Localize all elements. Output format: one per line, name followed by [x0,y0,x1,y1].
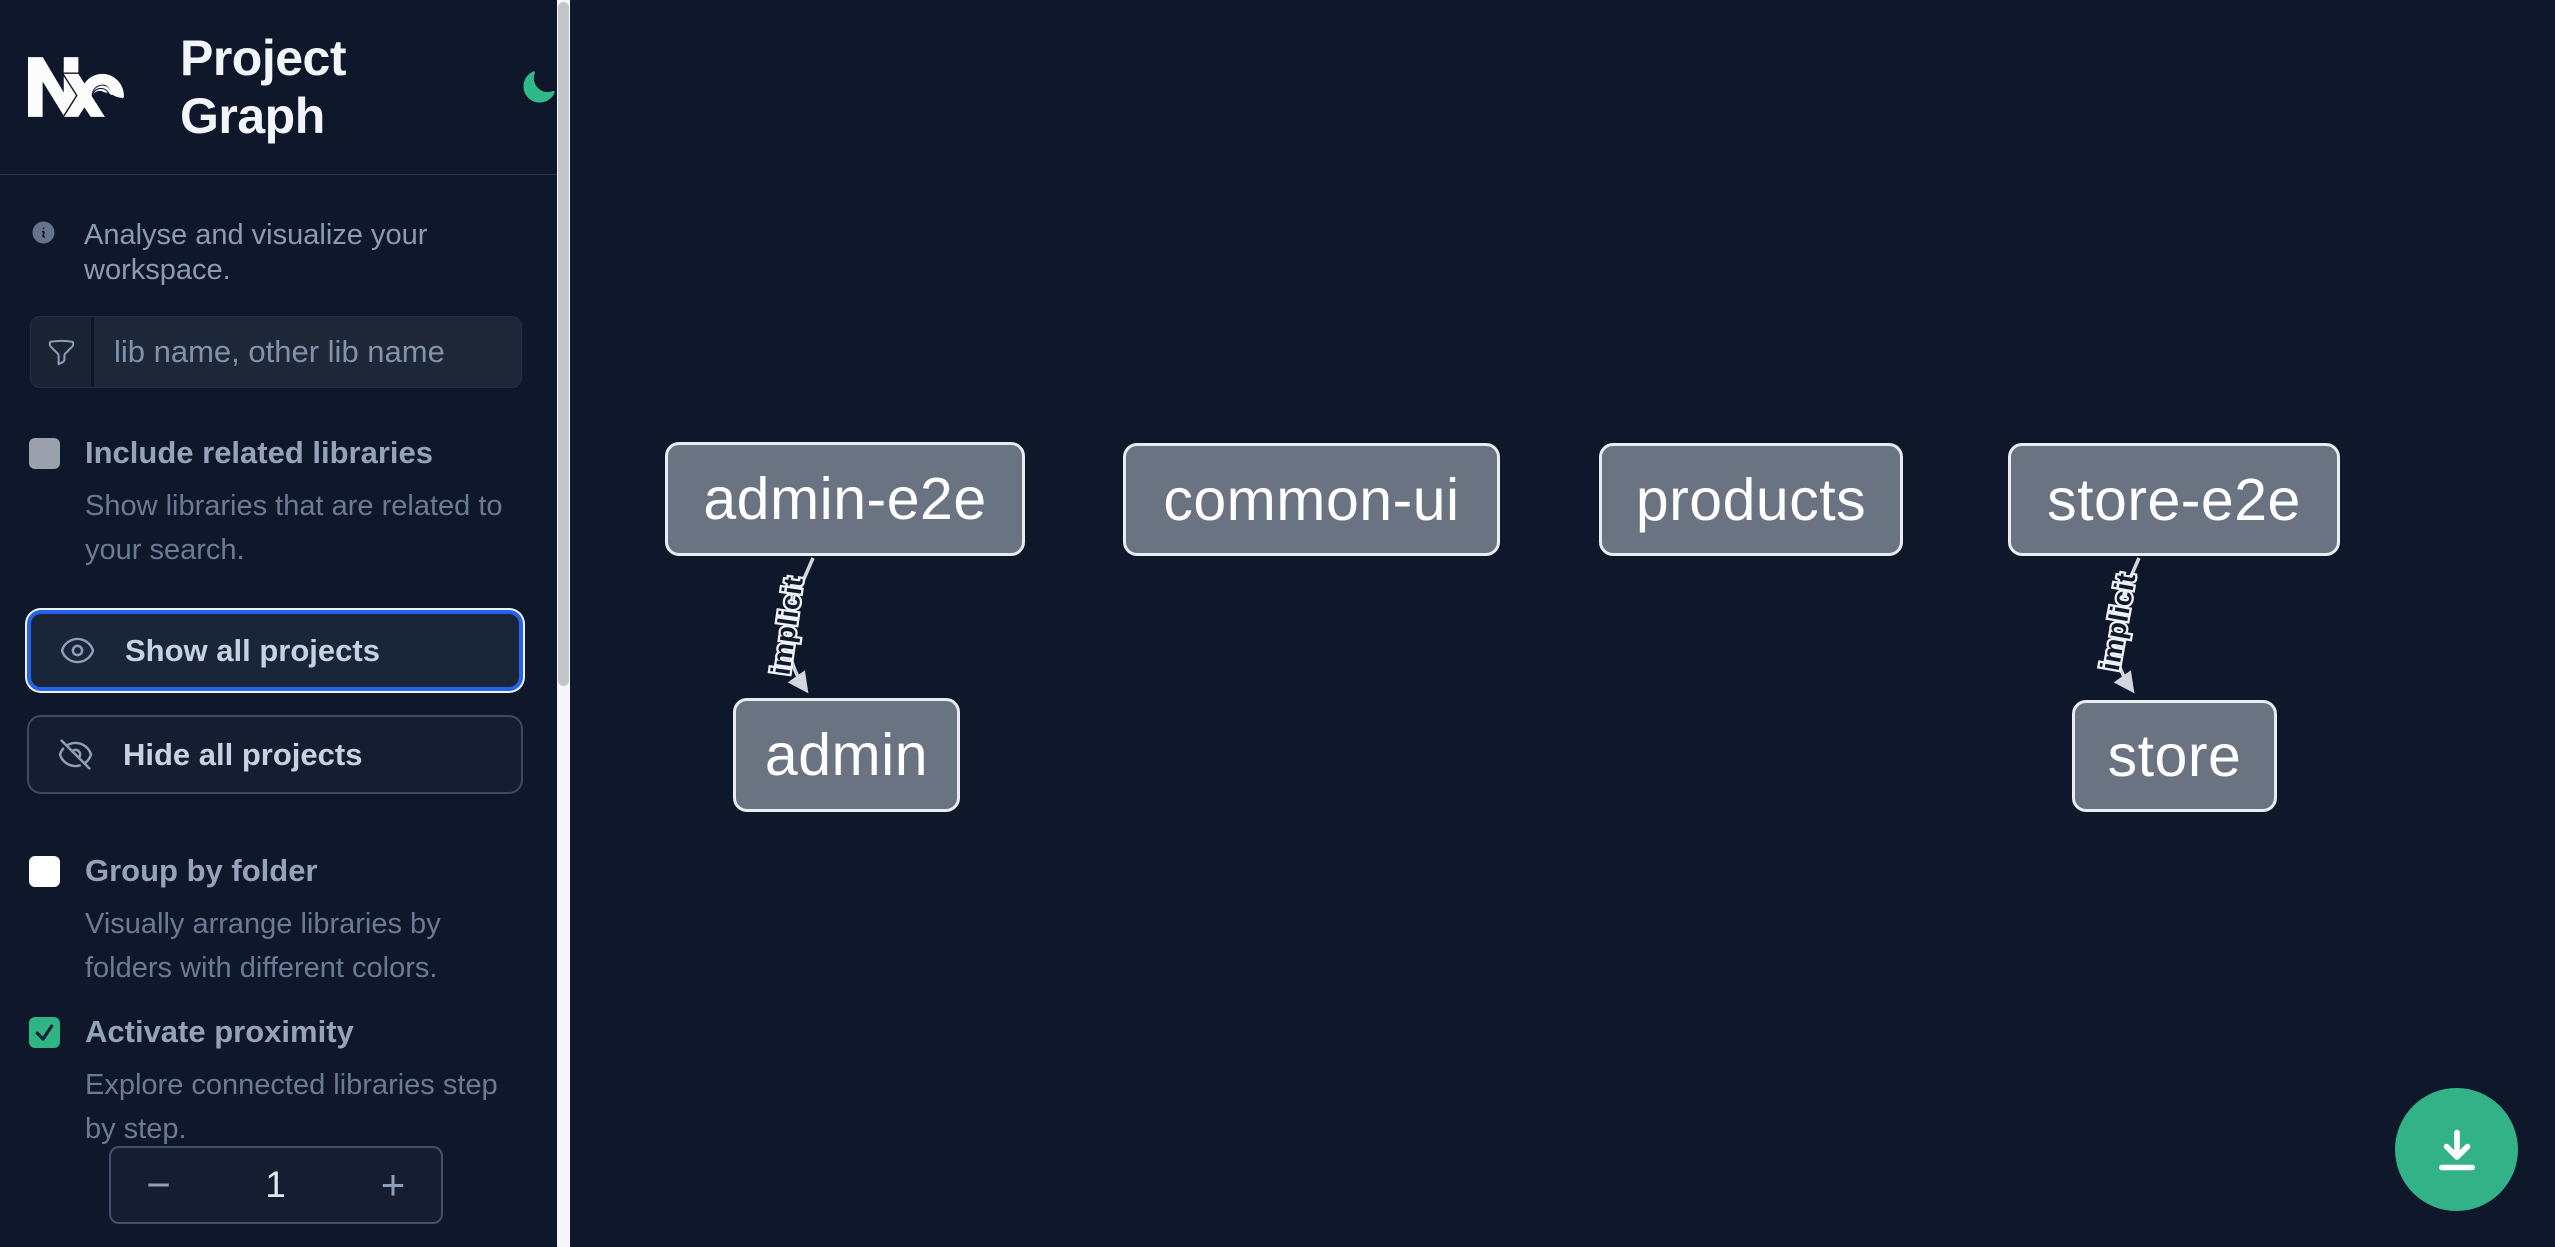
sidebar-scrollbar-thumb[interactable] [558,2,569,686]
page-title: Project Graph [180,30,347,144]
nx-logo [28,57,124,117]
proximity-stepper: − 1 + [109,1146,443,1224]
info-icon [32,221,55,244]
option-include-related: Include related libraries Show libraries… [29,435,529,572]
group-by-folder-label: Group by folder [85,853,318,888]
option-group-by-folder: Group by folder Visually arrange librari… [29,853,529,990]
eye-icon [60,637,95,664]
sidebar-header: Project Graph [0,0,557,175]
node-store-e2e[interactable]: store-e2e [2008,443,2340,556]
workspace-intro: Analyse and visualize your workspace. [30,218,530,288]
include-related-checkbox[interactable] [29,437,60,469]
search-box [30,316,522,388]
moon-icon [523,70,555,103]
proximity-value: 1 [265,1164,286,1205]
search-input[interactable] [94,317,521,387]
sidebar: Project Graph Analyse and visualize your… [0,0,557,1247]
group-by-folder-checkbox[interactable] [29,855,60,887]
node-admin[interactable]: admin [733,698,960,812]
filter-icon-segment [31,317,94,387]
sidebar-scrollbar[interactable] [557,0,570,1247]
activate-proximity-description: Explore connected libraries step by step… [85,1069,498,1146]
include-related-description: Show libraries that are related to your … [85,490,503,567]
show-all-projects-button[interactable]: Show all projects [27,610,523,691]
option-activate-proximity: Activate proximity Explore connected lib… [29,1014,529,1151]
include-related-label: Include related libraries [85,435,434,470]
group-by-folder-description: Visually arrange libraries by folders wi… [85,908,441,985]
node-store[interactable]: store [2072,700,2277,812]
theme-toggle-button[interactable] [520,69,557,106]
download-graph-button[interactable] [2395,1088,2518,1211]
hide-all-projects-label: Hide all projects [123,736,363,772]
graph-canvas[interactable] [570,0,2555,1247]
node-admin-e2e[interactable]: admin-e2e [665,442,1025,556]
show-all-projects-label: Show all projects [125,632,380,668]
node-common-ui[interactable]: common-ui [1123,443,1500,556]
check-icon [35,1023,54,1041]
eye-off-icon [58,739,93,770]
proximity-increment-button[interactable]: + [345,1148,441,1222]
proximity-decrement-button[interactable]: − [111,1148,206,1222]
funnel-icon [48,339,74,365]
activate-proximity-checkbox[interactable] [29,1016,60,1048]
activate-proximity-label: Activate proximity [85,1014,354,1049]
download-icon [2438,1129,2475,1170]
intro-text: Analyse and visualize your workspace. [84,219,428,286]
node-products[interactable]: products [1599,443,1903,556]
hide-all-projects-button[interactable]: Hide all projects [27,715,523,794]
